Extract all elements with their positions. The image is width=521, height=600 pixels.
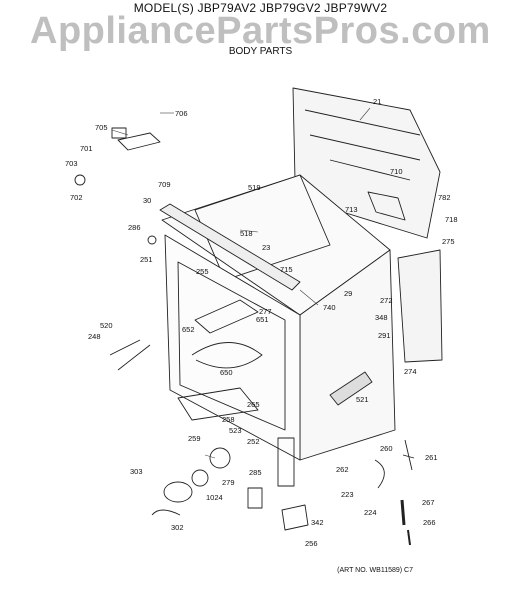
model-title: MODEL(S) JBP79AV2 JBP79GV2 JBP79WV2 [133,1,388,15]
part-label-702: 702 [70,193,83,202]
part-label-1024: 1024 [206,493,223,502]
part-label-703: 703 [65,159,78,168]
part-label-251: 251 [140,255,153,264]
bottom-rail [177,387,259,421]
part-label-277: 277 [259,307,272,316]
part-label-523: 523 [229,426,242,435]
part-label-272: 272 [380,296,393,305]
part-label-706: 706 [175,109,188,118]
terminal-block [367,191,406,221]
socket-523 [209,447,231,469]
part-label-710: 710 [390,167,403,176]
part-label-252: 252 [247,437,260,446]
part-label-224: 224 [364,508,377,517]
part-label-258: 258 [222,415,235,424]
hinge [277,437,295,487]
part-label-520: 520 [100,321,113,330]
light-bulb [163,481,193,503]
part-label-701: 701 [80,144,93,153]
part-label-740: 740 [323,303,336,312]
control-box [397,249,443,363]
broil-element [194,299,259,334]
art-number: (ART NO. WB11589) C7 [337,567,413,574]
part-label-285: 285 [249,468,262,477]
lamp-cover-302 [151,509,181,516]
top-strip [159,203,301,291]
part-label-255: 255 [196,267,209,276]
part-label-291: 291 [378,331,391,340]
part-label-30: 30 [143,196,151,205]
knob-702 [74,174,86,186]
part-label-713: 713 [345,205,358,214]
part-label-266: 266 [423,518,436,527]
side-decal [329,371,373,406]
part-label-715: 715 [280,265,293,274]
part-label-651: 651 [256,315,269,324]
section-title: BODY PARTS [228,46,293,57]
part-label-518: 518 [240,229,253,238]
part-label-259: 259 [188,434,201,443]
part-label-286: 286 [128,223,141,232]
front-frame [164,234,301,461]
link-260 [374,459,385,489]
part-label-29: 29 [344,289,352,298]
part-label-223: 223 [341,490,354,499]
small-block [111,127,127,139]
part-label-705: 705 [95,123,108,132]
part-label-519: 519 [248,183,261,192]
part-label-342: 342 [311,518,324,527]
pin-266 [407,529,411,546]
latch-261 [402,439,415,471]
part-label-650: 650 [220,368,233,377]
part-label-302: 302 [171,523,184,532]
part-label-261: 261 [425,453,438,462]
part-label-652: 652 [182,325,195,334]
wire-248 [109,339,151,371]
part-label-279: 279 [222,478,235,487]
part-label-248: 248 [88,332,101,341]
bracket-342 [281,504,309,531]
part-label-274: 274 [404,367,417,376]
part-label-521: 521 [356,395,369,404]
part-label-267: 267 [422,498,435,507]
part-label-21: 21 [373,97,381,106]
screw-286 [147,235,157,245]
part-label-260: 260 [380,444,393,453]
bake-element [191,342,263,369]
oven-opening [177,261,286,431]
part-label-256: 256 [305,539,318,548]
watermark: AppliancePartsPros.com [30,10,491,52]
part-label-718: 718 [445,215,458,224]
spring-267 [400,499,406,526]
part-label-303: 303 [130,467,143,476]
part-label-262: 262 [336,465,349,474]
part-label-709: 709 [158,180,171,189]
part-label-275: 275 [442,237,455,246]
switch-285 [247,487,263,509]
part-label-265: 265 [247,400,260,409]
part-label-23: 23 [262,243,270,252]
small-bracket [117,132,161,151]
part-label-782: 782 [438,193,451,202]
part-label-348: 348 [375,313,388,322]
socket-279 [191,469,209,487]
